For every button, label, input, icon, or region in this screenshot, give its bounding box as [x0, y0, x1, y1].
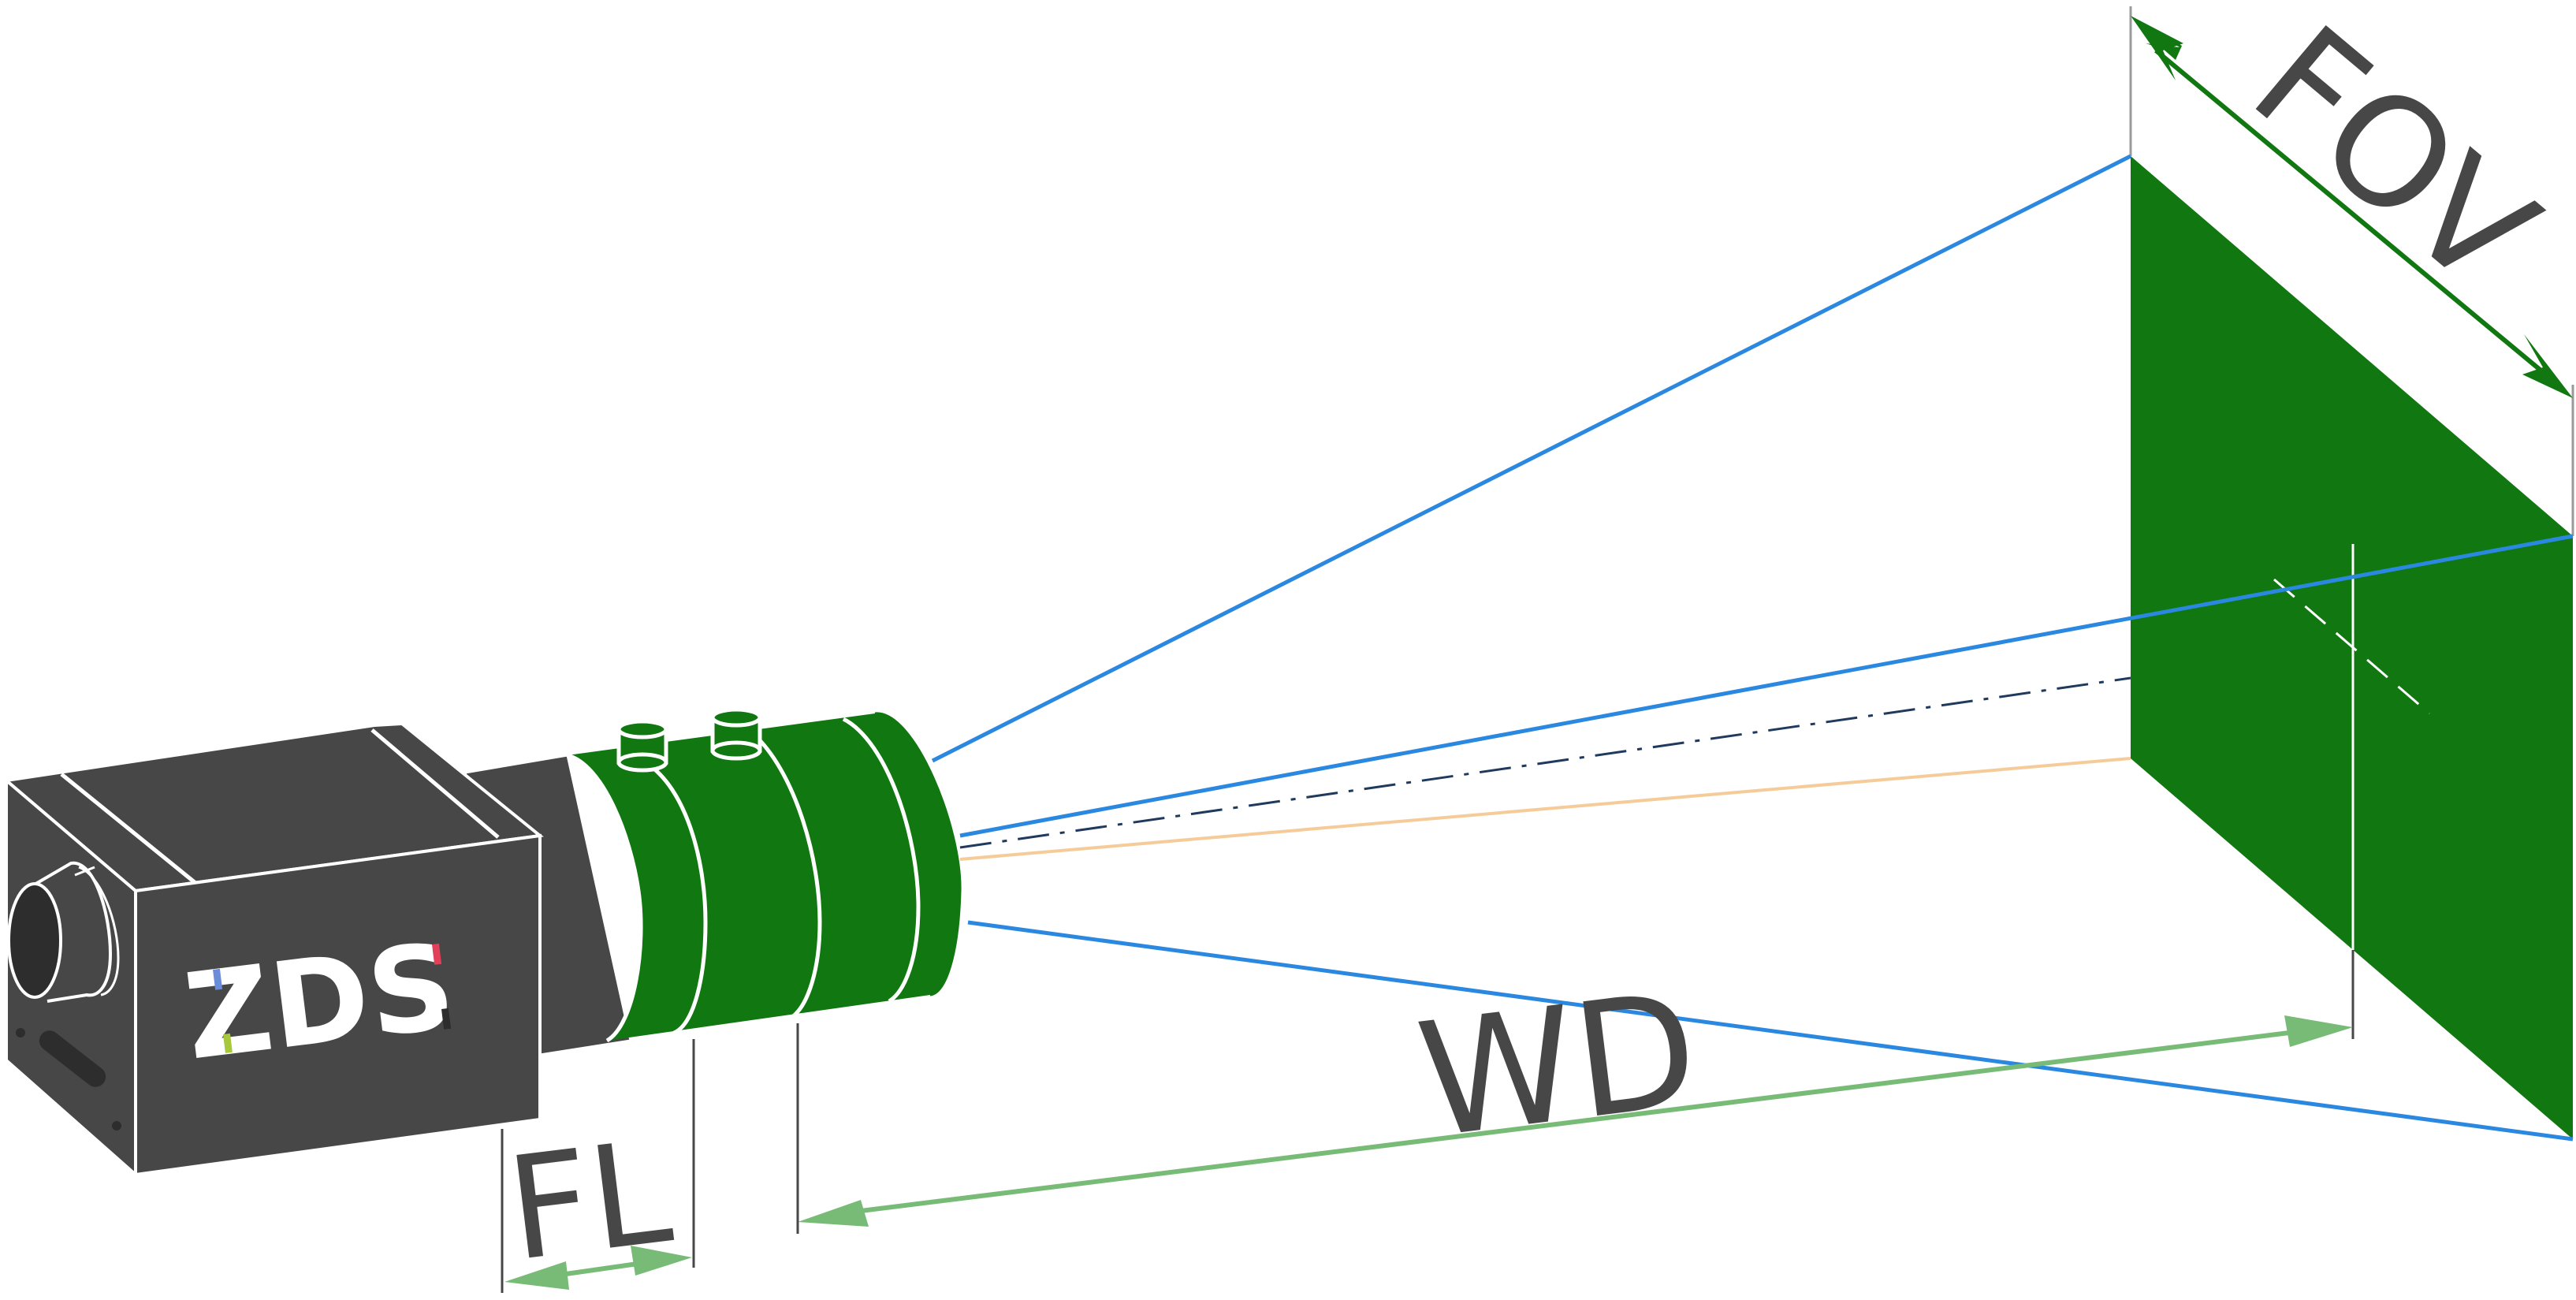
view-line-middle — [959, 534, 2574, 838]
lens-iris-knob — [710, 707, 762, 761]
view-line-top — [931, 154, 2132, 763]
camera-body-icon: ZDS — [2, 721, 544, 1179]
camera-side-port — [39, 1030, 106, 1087]
sensor-line — [959, 757, 2131, 861]
wd-dimension-arrow — [798, 1015, 2353, 1227]
lens-body — [568, 713, 961, 1041]
plane-diagonal-reference-line — [2273, 578, 2430, 715]
wd-arrowhead-left — [798, 1200, 869, 1227]
lens-front-cap — [874, 712, 962, 996]
lens-ring-4 — [842, 717, 921, 1004]
fov-arrowhead-top — [2131, 16, 2183, 80]
lens-ring-2 — [645, 761, 708, 1035]
fl-arrowhead-left — [504, 1261, 569, 1290]
brand-logo: ZDS — [178, 918, 462, 1086]
wd-arrowhead-right — [2284, 1015, 2353, 1047]
fl-dimension-arrow — [504, 1246, 692, 1290]
wd-label: WD — [1409, 958, 1707, 1174]
fl-arrowhead-right — [631, 1246, 692, 1276]
lens-barrel-icon — [463, 707, 962, 1056]
fov-arrowhead-bottom — [2522, 334, 2573, 398]
lens-ring-1 — [567, 753, 643, 1043]
brand-logo-text: ZDS — [178, 918, 462, 1086]
optical-axis-line — [959, 676, 2131, 849]
fov-label: FOV — [2221, 0, 2566, 322]
lens-ring-3 — [755, 736, 822, 1019]
view-line-bottom — [967, 920, 2574, 1142]
fov-arrowhead-start — [2132, 17, 2182, 60]
fl-label: FL — [500, 1110, 679, 1293]
camera-front-face — [134, 833, 542, 1177]
fov-dimension-arrow — [2131, 16, 2573, 398]
camera-rear-connector — [7, 861, 120, 1003]
lens-focus-knob — [616, 719, 668, 773]
